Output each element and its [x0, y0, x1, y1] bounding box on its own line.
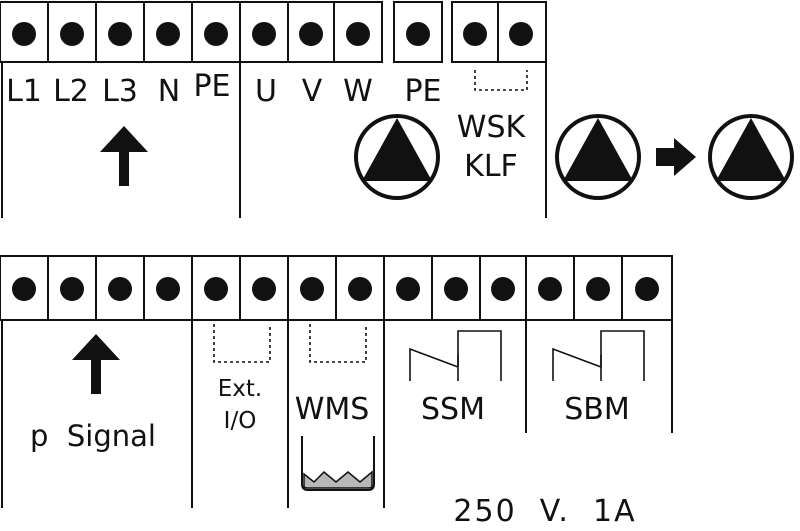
ext-io-label-bottom: I/O [224, 408, 257, 434]
pump-icon [354, 114, 440, 200]
wsk-bridge [474, 70, 528, 91]
terminal-label-l3: L3 [102, 74, 138, 109]
terminal-label-pe-earth: PE [404, 74, 441, 109]
terminal-screw-icon [300, 277, 324, 301]
arrow-right-icon [656, 138, 696, 176]
terminal-screw-icon [156, 22, 180, 46]
pump-icon [708, 114, 794, 200]
terminal-screw-icon [204, 22, 228, 46]
terminal-screw-icon [538, 277, 562, 301]
wms-bridge [309, 324, 367, 363]
top-terminal-screws [12, 22, 533, 46]
pump-icon [555, 114, 641, 200]
terminal-label-u: U [255, 74, 277, 109]
ext-io-label-top: Ext. [218, 376, 262, 402]
bottom-terminal-screws [12, 277, 659, 301]
sbm-label: SBM [564, 392, 630, 427]
terminal-screw-icon [108, 22, 132, 46]
terminal-screw-icon [108, 277, 132, 301]
terminal-screw-icon [444, 277, 468, 301]
terminal-screw-icon [204, 277, 228, 301]
terminal-screw-icon [299, 22, 323, 46]
rating-label: 250 V. 1A [453, 494, 636, 529]
terminal-screw-icon [406, 22, 430, 46]
terminal-screw-icon [586, 277, 610, 301]
relay-contact-icon [552, 330, 645, 381]
terminal-screw-icon [156, 277, 180, 301]
ssm-label: SSM [421, 392, 485, 427]
terminal-label-l2: L2 [53, 74, 89, 109]
winding-label-wsk: WSK [457, 110, 527, 145]
ext-io-bridge [213, 324, 271, 363]
relay-contact-icon [409, 330, 502, 381]
arrow-up-icon [72, 334, 120, 394]
bottom-terminal-block [0, 255, 673, 508]
terminal-screw-icon [348, 277, 372, 301]
pressure-signal-label: p Signal [30, 419, 156, 453]
terminal-screw-icon [491, 277, 515, 301]
pe-terminal-cell [393, 1, 443, 63]
wms-label: WMS [295, 392, 370, 427]
water-sensor-icon [301, 436, 375, 491]
arrow-up-icon [100, 126, 148, 186]
terminal-screw-icon [12, 277, 36, 301]
terminal-label-n: N [158, 74, 180, 109]
terminal-screw-icon [346, 22, 370, 46]
terminal-label-pe-mains: PE [193, 69, 230, 104]
terminal-label-l1: L1 [6, 74, 42, 109]
winding-label-klf: KLF [464, 149, 518, 184]
terminal-label-w: W [343, 74, 373, 109]
terminal-screw-icon [635, 277, 659, 301]
terminal-screw-icon [12, 22, 36, 46]
terminal-screw-icon [396, 277, 420, 301]
top-terminal-block [0, 1, 547, 218]
terminal-screw-icon [60, 22, 84, 46]
terminal-screw-icon [252, 22, 276, 46]
terminal-screw-icon [60, 277, 84, 301]
terminal-screw-icon [509, 22, 533, 46]
terminal-label-v: V [302, 74, 323, 109]
terminal-screw-icon [463, 22, 487, 46]
terminal-screw-icon [252, 277, 276, 301]
